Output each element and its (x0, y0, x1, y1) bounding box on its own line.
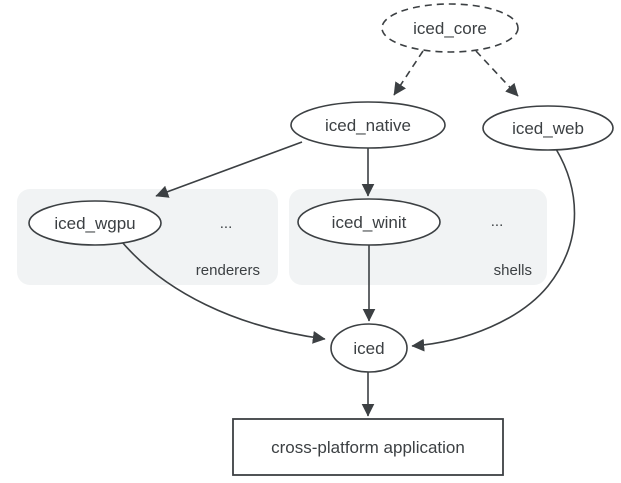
node-iced-wgpu-label: iced_wgpu (54, 214, 135, 233)
node-iced-winit-label: iced_winit (332, 213, 407, 232)
shells-group-label: shells (494, 262, 532, 279)
node-iced-core-label: iced_core (413, 19, 487, 38)
edge-iced-web-to-iced (411, 148, 576, 352)
node-iced-core-ellipse (381, 3, 519, 53)
node-iced-native-ellipse (290, 101, 446, 149)
node-iced-ellipse (330, 323, 408, 373)
node-iced-native: iced_native (290, 101, 446, 149)
node-iced-core: iced_core (381, 3, 519, 53)
node-application-rect (232, 418, 504, 476)
node-iced-native-label: iced_native (325, 116, 411, 135)
node-iced-wgpu: iced_wgpu (28, 200, 162, 246)
edge-iced-wgpu-to-iced (121, 241, 326, 344)
node-application: cross-platform application (232, 418, 504, 476)
node-iced-winit-ellipse (297, 198, 441, 246)
edge-iced-native-to-iced-wgpu (155, 141, 303, 198)
shells-ellipsis: ... (491, 213, 504, 230)
node-application-label: cross-platform application (271, 438, 465, 457)
renderers-ellipsis: ... (220, 215, 233, 232)
edge-iced-core-to-iced-native (393, 50, 424, 96)
edge-iced-core-to-iced-web (475, 50, 519, 97)
node-iced-web-label: iced_web (512, 119, 584, 138)
node-iced: iced (330, 323, 408, 373)
node-iced-winit: iced_winit (297, 198, 441, 246)
node-iced-wgpu-ellipse (28, 200, 162, 246)
node-iced-web-ellipse (482, 105, 614, 151)
node-iced-label: iced (353, 339, 384, 358)
renderers-group-label: renderers (196, 262, 260, 279)
node-iced-web: iced_web (482, 105, 614, 151)
